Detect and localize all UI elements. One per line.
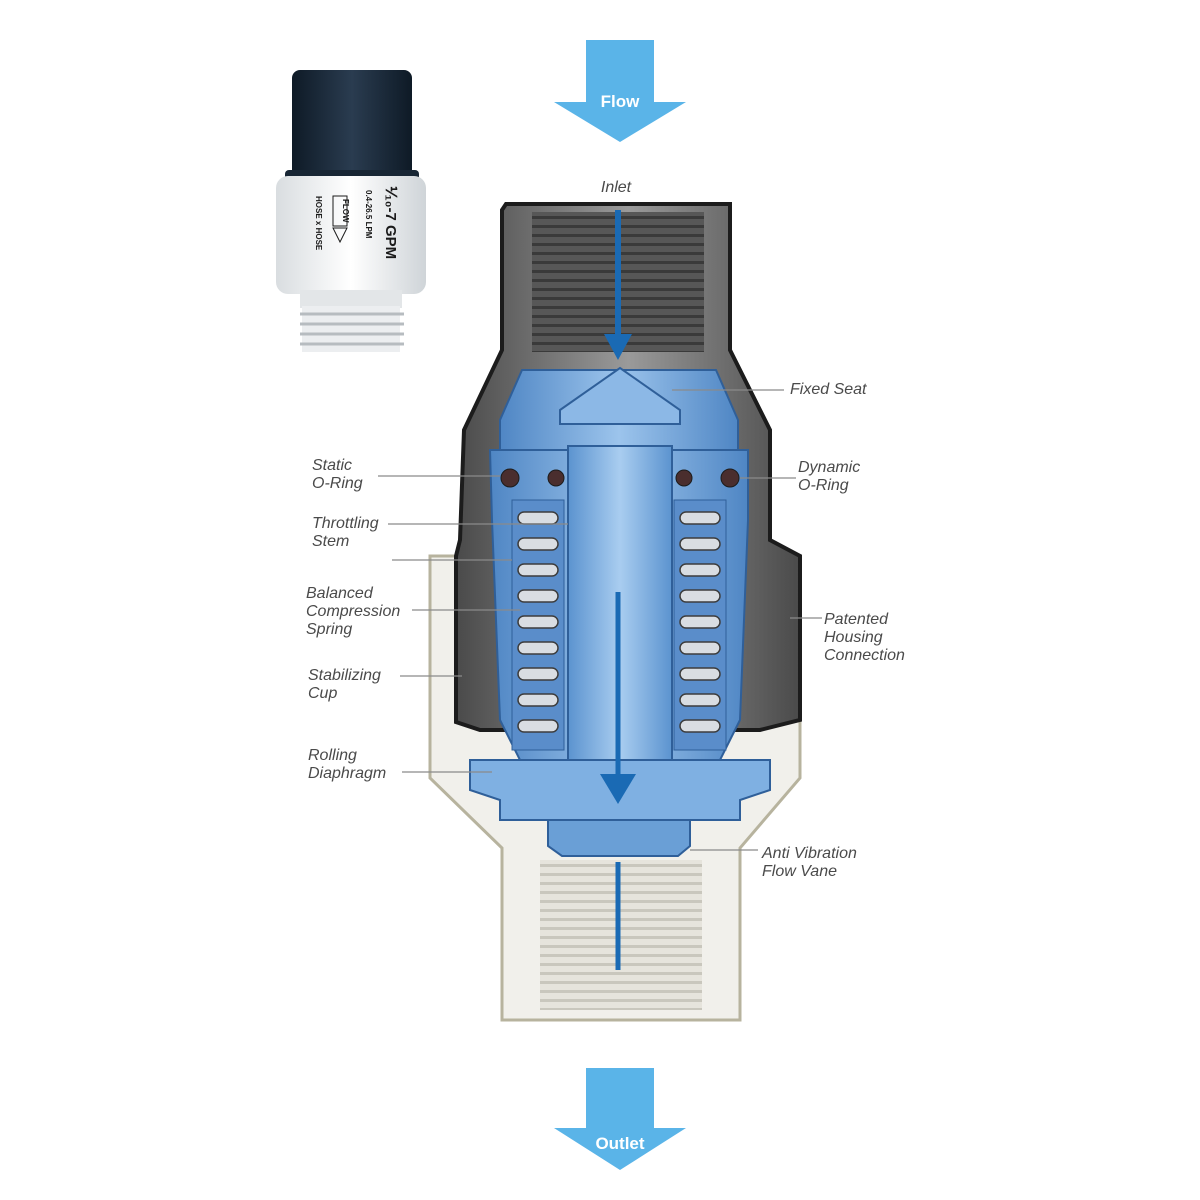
stem-flow-arrow xyxy=(600,592,636,804)
spring-coil xyxy=(517,615,559,629)
label-inlet: Inlet xyxy=(601,179,632,196)
spring-left xyxy=(517,511,559,733)
spring-coil xyxy=(679,641,721,655)
spring-coil xyxy=(679,667,721,681)
product-connection: HOSE x HOSE xyxy=(314,196,323,251)
product-rating: ⅟₁₀-7 GPM xyxy=(382,186,399,259)
static-oring-left xyxy=(500,468,520,488)
product-body xyxy=(276,176,426,294)
spring-coil xyxy=(517,641,559,655)
spring-coil xyxy=(679,537,721,551)
spring-coil xyxy=(517,563,559,577)
spring-coil xyxy=(679,615,721,629)
flow-arrow: Flow xyxy=(554,40,686,142)
label-balanced-spring: Balanced Compression Spring xyxy=(306,585,405,638)
spring-coil xyxy=(517,511,559,525)
static-oring-right xyxy=(720,468,740,488)
product-lpm: 0.4-26.5 LPM xyxy=(364,190,373,239)
product-flow-arrow-icon xyxy=(332,227,348,244)
product-flow-mark: FLOW xyxy=(341,199,350,223)
inlet-flow-arrow xyxy=(604,210,632,360)
label-throttling-stem: Throttling Stem xyxy=(312,515,383,550)
flow-arrow-label: Flow xyxy=(601,92,640,111)
label-stabilizing-cup: Stabilizing Cup xyxy=(308,667,385,702)
product-flow-box xyxy=(332,195,348,227)
label-static-oring: Static O-Ring xyxy=(312,457,363,492)
product-photo: ⅟₁₀-7 GPM 0.4-26.5 LPM FLOW HOSE x HOSE xyxy=(276,70,426,352)
product-neck xyxy=(300,290,402,308)
outlet-thread xyxy=(540,860,702,1010)
spring-coil xyxy=(517,589,559,603)
spring-coil xyxy=(517,667,559,681)
flow-vane xyxy=(547,819,691,857)
outlet-arrow-label: Outlet xyxy=(595,1134,644,1153)
spring-coil xyxy=(517,537,559,551)
label-dynamic-oring: Dynamic O-Ring xyxy=(798,459,865,494)
dynamic-oring-right xyxy=(675,469,693,487)
label-patented-housing: Patented Housing Connection xyxy=(824,611,905,664)
spring-coil xyxy=(679,719,721,733)
product-cap xyxy=(292,70,412,178)
spring-coil xyxy=(679,589,721,603)
fixed-seat-cone xyxy=(559,366,681,425)
dynamic-oring-left xyxy=(547,469,565,487)
spring-coil xyxy=(517,693,559,707)
label-rolling-diaphragm: Rolling Diaphragm xyxy=(308,747,386,782)
spring-coil xyxy=(517,719,559,733)
spring-coil xyxy=(679,693,721,707)
spring-coil xyxy=(679,563,721,577)
product-thread xyxy=(300,306,404,352)
leader-lines xyxy=(378,389,822,851)
spring-coil xyxy=(679,511,721,525)
label-fixed-seat: Fixed Seat xyxy=(790,381,867,398)
label-anti-vibration: Anti Vibration Flow Vane xyxy=(761,845,861,880)
outlet-arrow: Outlet xyxy=(554,1068,686,1170)
spring-right xyxy=(679,511,721,733)
